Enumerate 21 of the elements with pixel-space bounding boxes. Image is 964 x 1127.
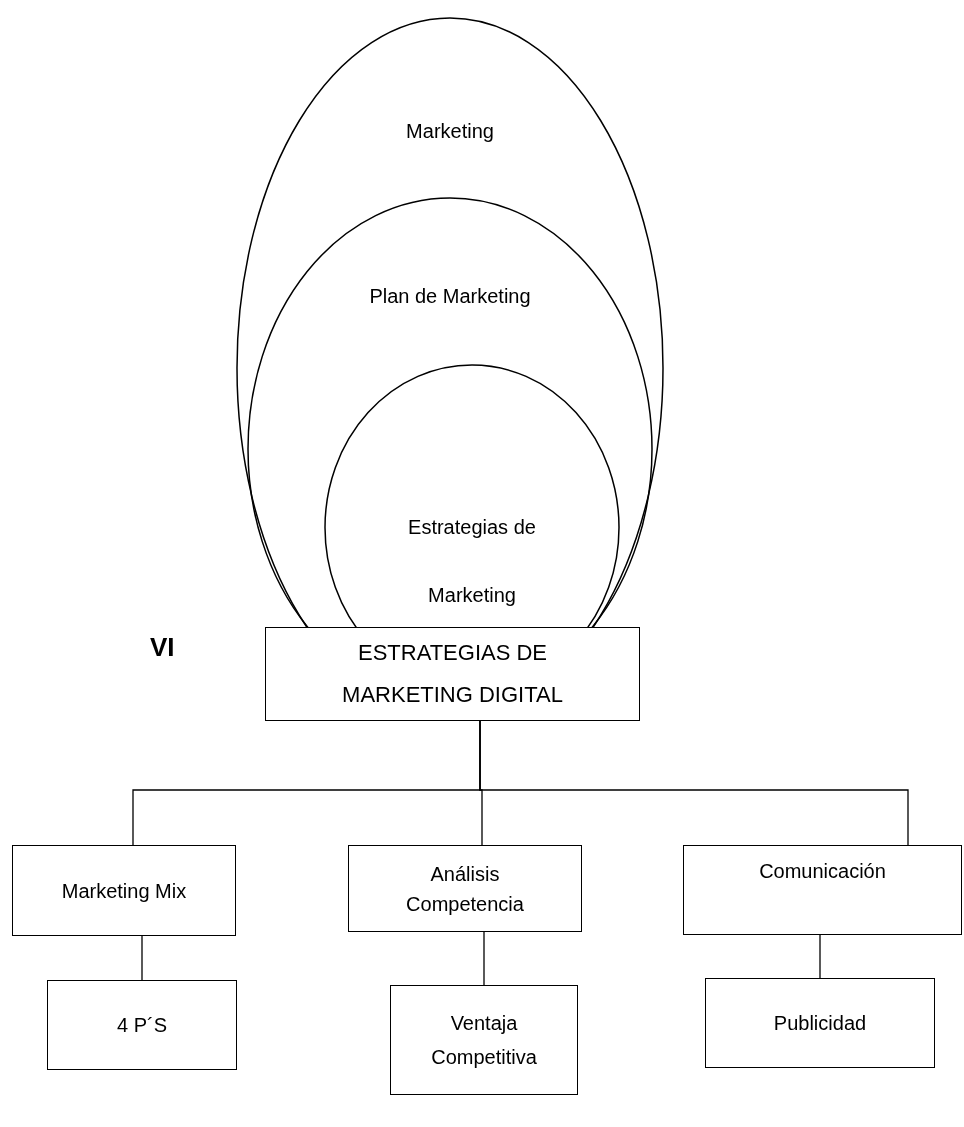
node-label: Marketing: [405, 119, 495, 144]
section-number: VI: [150, 631, 175, 664]
connector-line: [483, 931, 485, 986]
node-label: Plan de Marketing: [368, 284, 532, 309]
node-label: 4 P´S: [116, 1013, 168, 1038]
node-label: Publicidad: [772, 1011, 868, 1036]
node-label: Marketing Mix: [60, 878, 188, 904]
text-box: [348, 845, 582, 932]
text-box: [390, 985, 578, 1095]
node-label: Comunicación: [758, 859, 887, 884]
node-label: Análisis Competencia: [405, 861, 525, 917]
node-label: ESTRATEGIAS DE MARKETING DIGITAL: [341, 639, 564, 709]
text-box: [12, 845, 236, 936]
text-box: [705, 978, 935, 1068]
connector-line: [479, 720, 909, 846]
text-box: [47, 980, 237, 1070]
node-label: Ventaja Competitiva: [430, 1011, 538, 1070]
connector-line: [819, 934, 821, 979]
node-label: Estrategias de Marketing: [407, 515, 537, 608]
connector-line: [141, 935, 143, 981]
text-box: [683, 845, 962, 935]
